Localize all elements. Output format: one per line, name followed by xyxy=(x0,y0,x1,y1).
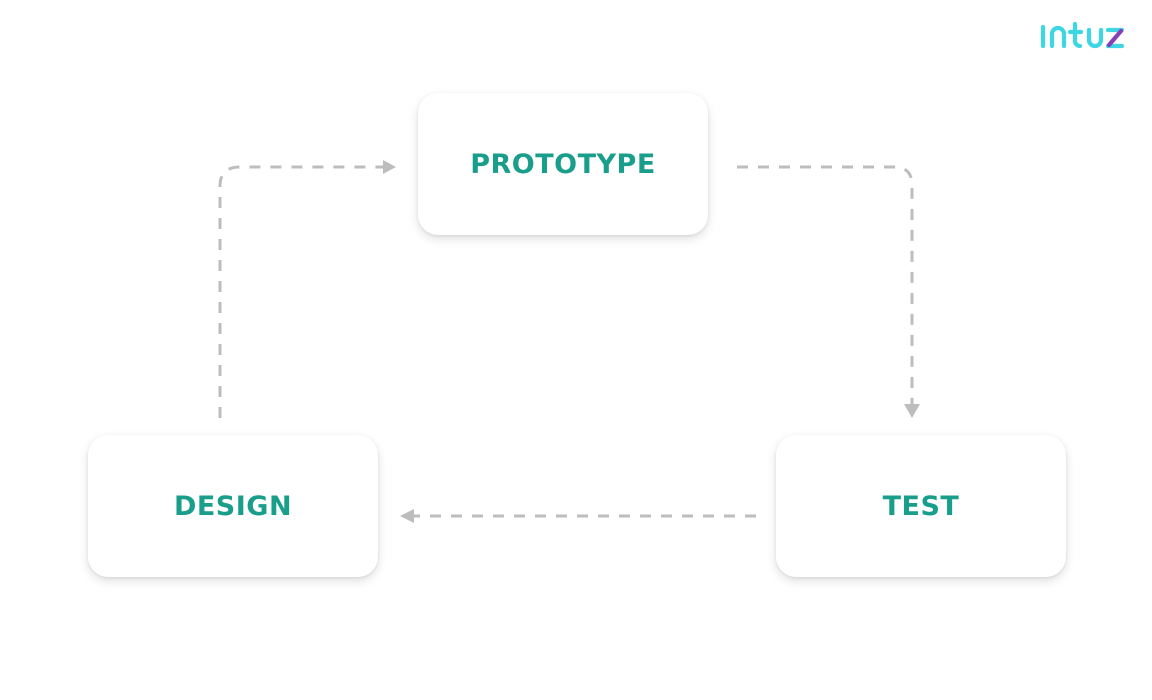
arrowhead-right-icon xyxy=(383,160,396,174)
stage-label-test: TEST xyxy=(882,490,960,522)
intuz-logo xyxy=(1040,21,1125,49)
stage-test: TEST xyxy=(776,435,1066,577)
arrow-prototype-to-test xyxy=(737,165,914,404)
arrowhead-left-icon xyxy=(400,509,414,523)
stage-design: DESIGN xyxy=(88,435,378,577)
arrow-design-to-prototype xyxy=(218,165,384,418)
stage-label-design: DESIGN xyxy=(173,490,293,522)
arrowhead-down-icon xyxy=(904,404,920,418)
stage-label-prototype: PROTOTYPE xyxy=(470,148,656,180)
stage-prototype: PROTOTYPE xyxy=(418,93,708,235)
